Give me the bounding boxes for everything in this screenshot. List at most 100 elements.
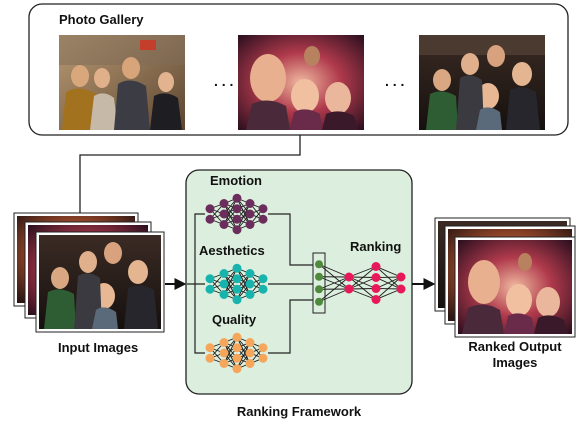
network-node xyxy=(232,353,242,363)
network-node xyxy=(205,274,215,284)
network-node xyxy=(245,359,255,368)
ranking-network xyxy=(315,260,406,306)
network-edge xyxy=(375,266,402,278)
network-node xyxy=(232,343,242,353)
gallery-photo-3[interactable] xyxy=(419,35,545,130)
network-edge xyxy=(348,276,377,300)
quality-network xyxy=(205,332,268,374)
gallery-photo-2[interactable] xyxy=(238,35,364,130)
network-edge xyxy=(348,277,377,290)
gallery-title: Photo Gallery xyxy=(59,12,144,27)
network-node xyxy=(219,220,229,229)
network-edge xyxy=(236,273,251,300)
network-node xyxy=(245,338,255,347)
fusion-node xyxy=(315,272,323,281)
photo-gallery-panel: Photo Gallery . . . . . . xyxy=(28,3,569,136)
fusion-node xyxy=(315,260,323,269)
gallery-ellipsis-2: . . . xyxy=(385,73,404,89)
input-image-front[interactable] xyxy=(35,231,165,333)
output-label-line2: Images xyxy=(493,355,538,370)
network-edge xyxy=(348,288,377,290)
network-node xyxy=(258,204,268,214)
gallery-ellipsis-1: . . . xyxy=(214,73,233,89)
network-node xyxy=(232,214,242,224)
network-node xyxy=(219,269,229,278)
fusion-node xyxy=(315,297,323,306)
ranking-label: Ranking xyxy=(350,239,401,254)
network-edge xyxy=(318,276,350,303)
network-node xyxy=(232,204,242,214)
ranking-node xyxy=(396,272,406,282)
neural-networks xyxy=(205,193,406,374)
fusion-node xyxy=(315,285,323,294)
network-node xyxy=(219,359,229,368)
network-node xyxy=(232,263,242,273)
gallery-photo-1[interactable] xyxy=(59,35,185,130)
network-edge xyxy=(375,277,402,290)
network-node xyxy=(219,290,229,299)
network-node xyxy=(258,343,268,353)
network-node xyxy=(245,269,255,278)
network-edge xyxy=(375,266,402,290)
gallery-to-input-connector xyxy=(79,135,301,218)
ranking-node xyxy=(344,272,354,282)
emotion-label: Emotion xyxy=(210,173,262,188)
network-node xyxy=(205,343,215,353)
network-node xyxy=(258,274,268,284)
network-edge xyxy=(223,198,238,225)
network-edge xyxy=(223,268,238,295)
network-node xyxy=(205,353,215,363)
network-node xyxy=(258,284,268,294)
ranking-node xyxy=(344,284,354,294)
network-node xyxy=(258,214,268,224)
network-node xyxy=(219,348,229,358)
network-edge xyxy=(348,266,377,290)
network-edge xyxy=(375,276,402,300)
network-edge xyxy=(223,337,238,364)
network-node xyxy=(219,199,229,208)
network-node xyxy=(232,295,242,305)
ranking-node xyxy=(396,284,406,294)
network-edge xyxy=(318,276,350,290)
network-node xyxy=(245,279,255,289)
fusion-layer-box xyxy=(312,252,326,314)
network-node xyxy=(232,284,242,294)
output-image-stack: Ranked Output Images xyxy=(434,217,576,370)
network-node xyxy=(232,364,242,374)
network-node xyxy=(232,225,242,235)
framework-frame xyxy=(185,169,413,395)
network-node xyxy=(245,290,255,299)
ranking-node xyxy=(371,284,381,293)
network-node xyxy=(245,348,255,358)
network-node xyxy=(219,209,229,219)
aesthetics-label: Aesthetics xyxy=(199,243,265,258)
quality-label: Quality xyxy=(212,312,257,327)
network-node xyxy=(245,209,255,219)
network-edge xyxy=(348,288,377,300)
network-edge xyxy=(348,266,377,278)
aesthetics-network xyxy=(205,263,268,305)
network-node xyxy=(205,214,215,224)
network-edge xyxy=(236,342,251,369)
network-node xyxy=(245,199,255,208)
network-node xyxy=(219,338,229,347)
network-edge xyxy=(348,276,377,289)
network-edge xyxy=(318,288,350,303)
ranking-framework-panel: Emotion Aesthetics Quality Ranking xyxy=(185,169,413,395)
ranked-output-image-front[interactable] xyxy=(454,236,576,338)
network-edge xyxy=(318,263,350,278)
network-edge xyxy=(236,203,251,230)
network-node xyxy=(232,332,242,342)
network-edge xyxy=(375,276,402,289)
input-image-stack: Input Images xyxy=(13,212,165,355)
network-node xyxy=(205,284,215,294)
network-node xyxy=(258,353,268,363)
network-node xyxy=(205,204,215,214)
framework-caption: Ranking Framework xyxy=(237,404,362,419)
network-node xyxy=(232,274,242,284)
input-images-label: Input Images xyxy=(58,340,138,355)
ranking-node xyxy=(371,295,381,304)
network-node xyxy=(245,220,255,229)
network-node xyxy=(219,279,229,289)
